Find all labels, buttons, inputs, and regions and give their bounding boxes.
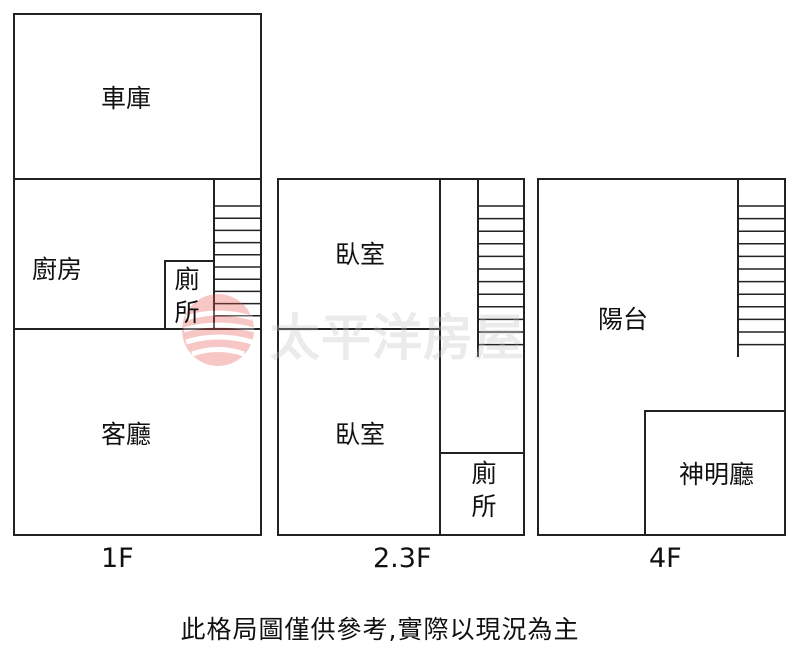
shrine-hall-room bbox=[644, 410, 786, 536]
floor-4f-plan bbox=[537, 178, 786, 536]
living-room-label: 客廳 bbox=[101, 420, 152, 449]
toilet-23f-label: 廁 所 bbox=[469, 457, 499, 523]
floor-23f-plan bbox=[277, 178, 525, 536]
disclaimer-note: 此格局圖僅供參考,實際以現況為主 bbox=[180, 615, 580, 644]
floor-label-1f: 1F bbox=[101, 543, 134, 574]
shrine-hall-label: 神明廳 bbox=[679, 460, 755, 489]
staircase-23f bbox=[478, 205, 524, 346]
kitchen-room bbox=[13, 178, 262, 330]
bedroom-upper-label: 臥室 bbox=[335, 240, 386, 269]
toilet-1f-label-bottom: 所 bbox=[174, 298, 200, 327]
floor-23f-outline bbox=[277, 178, 525, 536]
toilet-1f-label-top: 廁 bbox=[174, 265, 200, 294]
floor-label-23f: 2.3F bbox=[373, 543, 432, 574]
floor-1f-plan bbox=[13, 13, 262, 536]
staircase-1f bbox=[214, 205, 261, 317]
living-room bbox=[13, 328, 262, 536]
toilet-23f-label-top: 廁 bbox=[471, 459, 497, 488]
bedroom-lower-label: 臥室 bbox=[335, 420, 386, 449]
toilet-23f-label-bottom: 所 bbox=[471, 492, 497, 521]
garage-label: 車庫 bbox=[101, 84, 152, 113]
toilet-1f-label: 廁 所 bbox=[172, 263, 202, 329]
kitchen-label: 廚房 bbox=[32, 255, 83, 284]
staircase-4f bbox=[738, 205, 785, 346]
balcony-label: 陽台 bbox=[598, 305, 649, 334]
floor-label-4f: 4F bbox=[649, 543, 682, 574]
